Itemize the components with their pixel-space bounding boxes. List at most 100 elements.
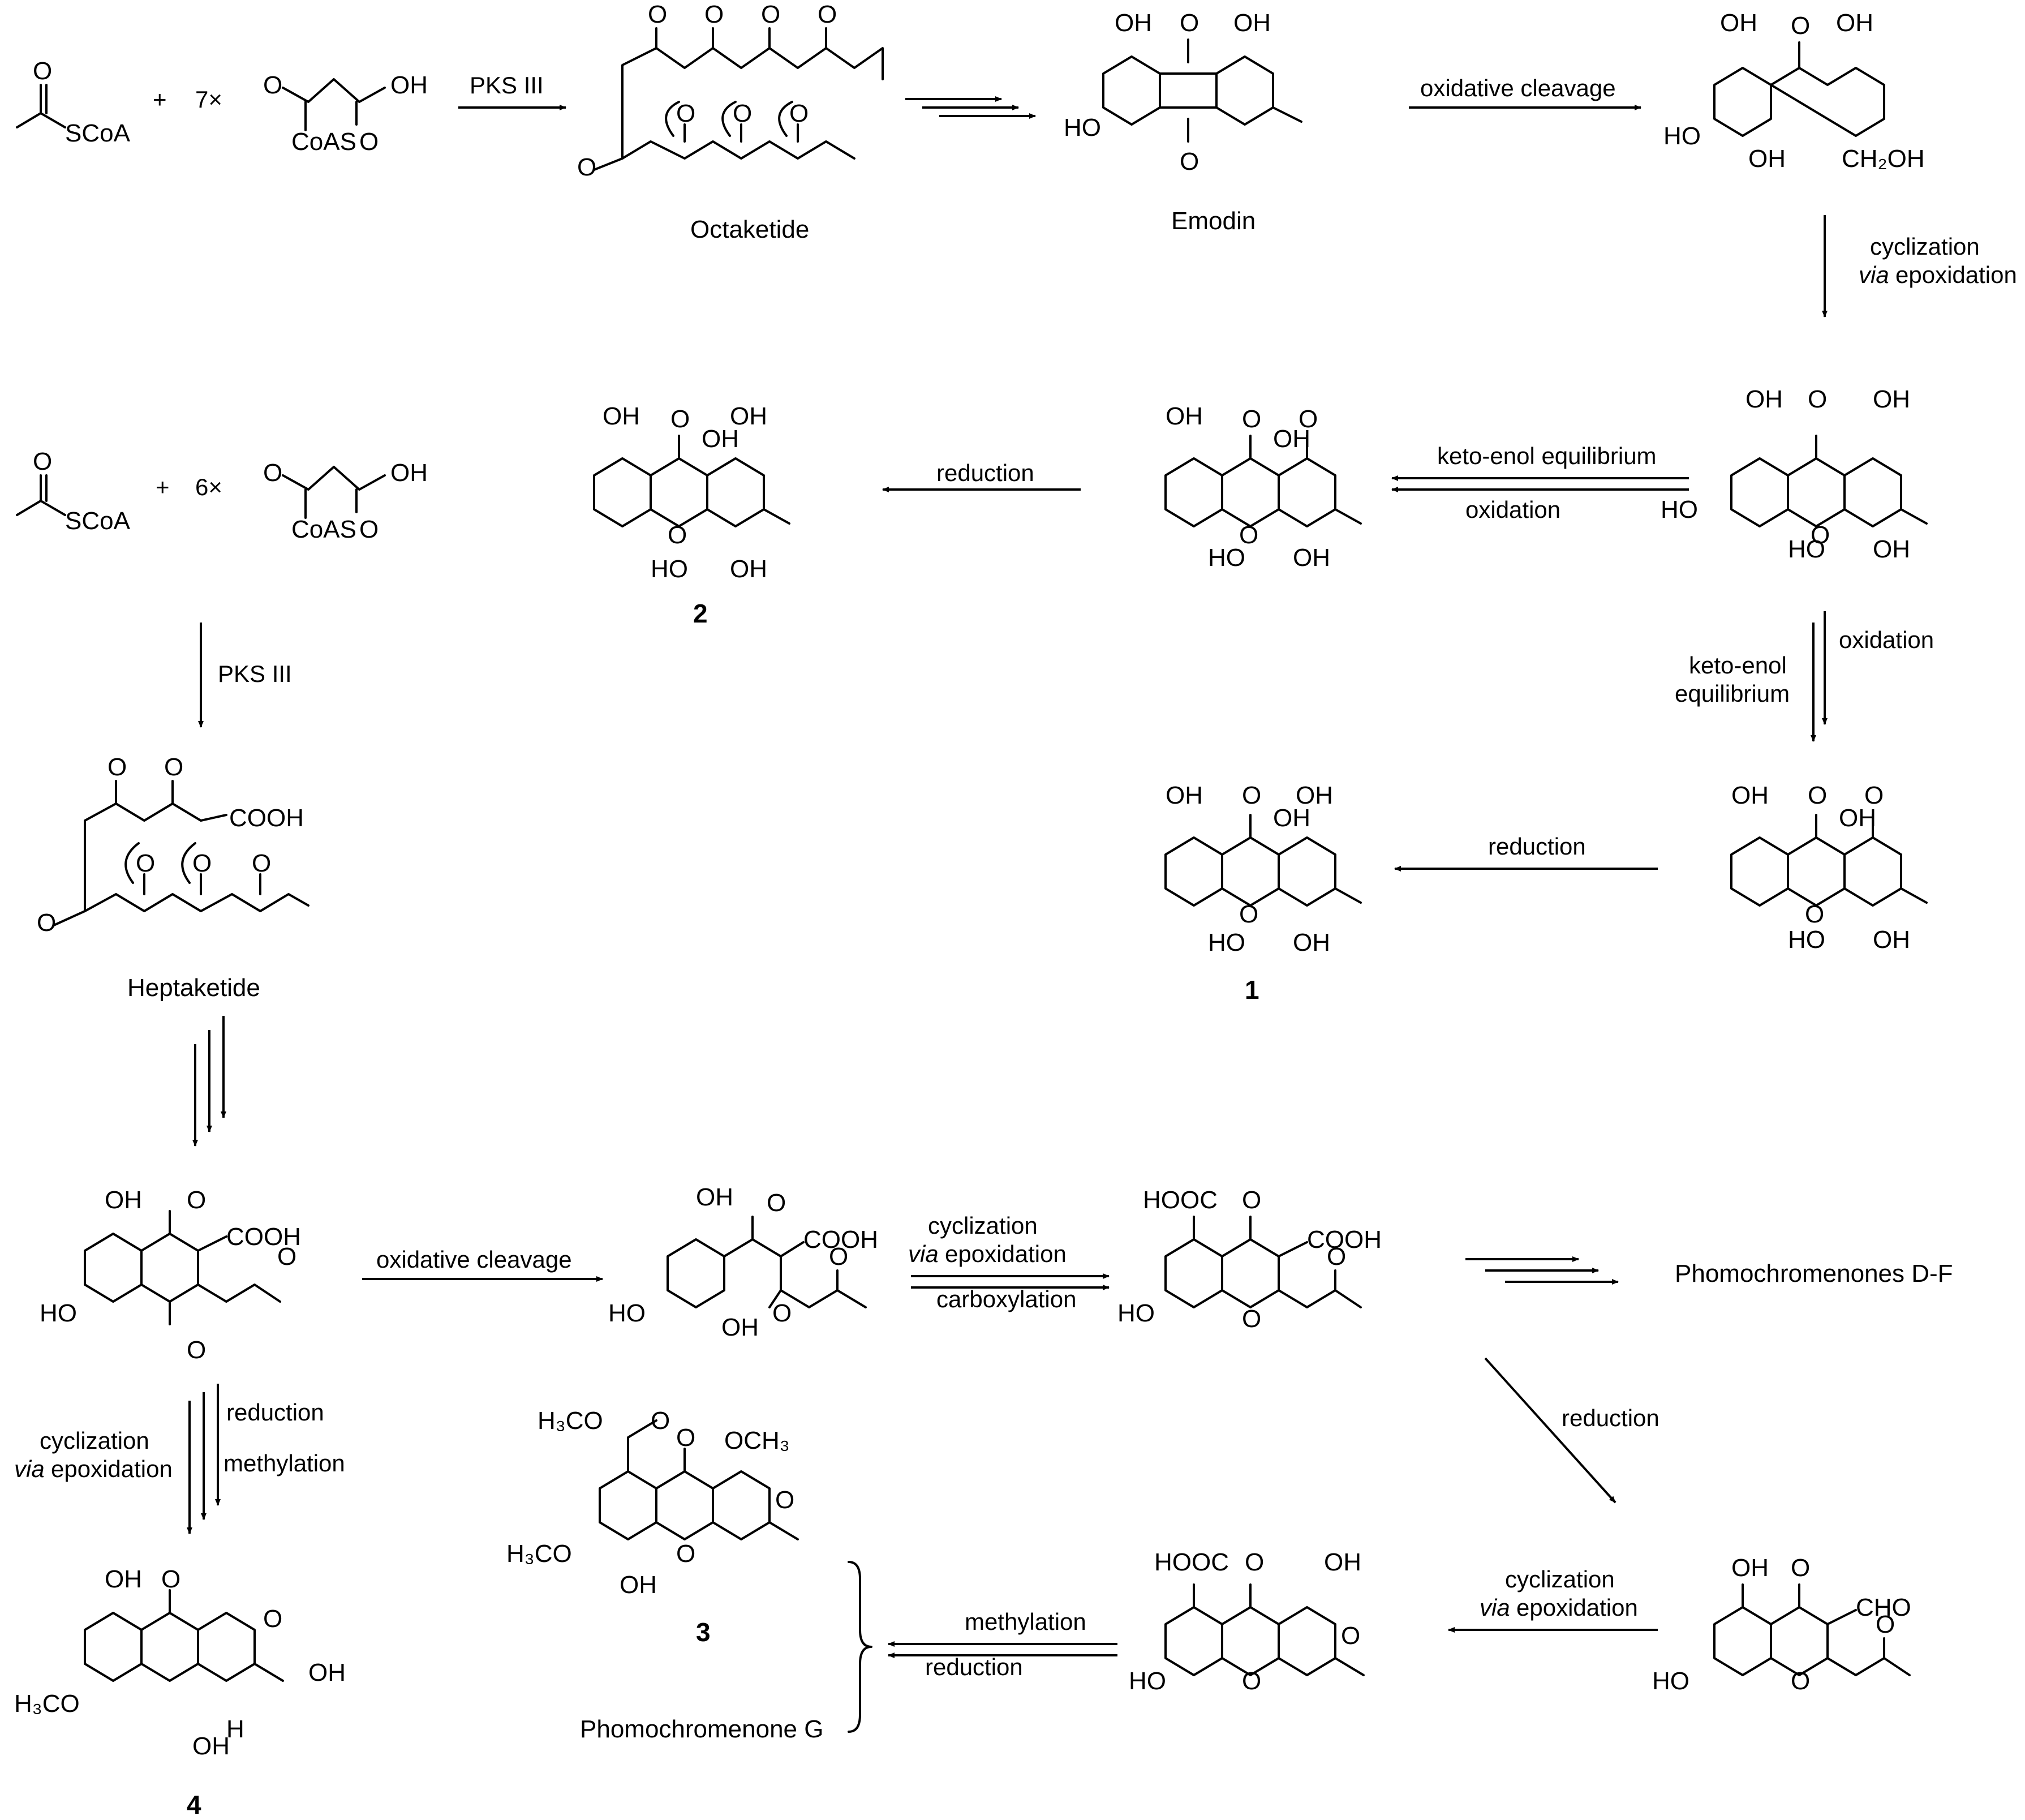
plus-hepta: + — [156, 474, 170, 500]
arrow-reduction-diag — [1484, 1357, 1616, 1504]
svg-text:O: O — [767, 1189, 786, 1217]
svg-text:OH: OH — [308, 1659, 346, 1686]
svg-text:O: O — [1341, 1622, 1360, 1650]
compound-2-structure: OH O OH OH O HO OH — [593, 402, 790, 583]
svg-text:HO: HO — [1208, 544, 1245, 572]
label-via-4: via — [14, 1456, 45, 1482]
svg-text:SCoA: SCoA — [65, 119, 131, 147]
multistep-arrows-emodin — [905, 96, 1036, 119]
svg-text:O: O — [359, 128, 379, 156]
label-epox-4: epoxidation — [51, 1456, 173, 1482]
label-via-low: via — [1480, 1594, 1510, 1621]
svg-text:OH: OH — [620, 1571, 657, 1599]
svg-text:O: O — [161, 1565, 180, 1593]
svg-text:HO: HO — [1129, 1667, 1166, 1695]
svg-text:CH₂OH: CH₂OH — [1842, 145, 1925, 173]
svg-text:O: O — [1299, 405, 1318, 433]
svg-text:OH: OH — [1748, 145, 1786, 173]
name-octaketide: Octaketide — [690, 216, 809, 243]
svg-text:CoAS: CoAS — [291, 128, 356, 156]
svg-text:COOH: COOH — [229, 804, 304, 832]
number-compound-1: 1 — [1245, 975, 1259, 1005]
acetyl-coa-hepta: O SCoA — [16, 448, 131, 535]
svg-text:OH: OH — [1836, 9, 1873, 37]
svg-text:COOH: COOH — [803, 1226, 878, 1254]
label-pks-hepta: PKS III — [218, 660, 292, 687]
label-reduction-3: reduction — [925, 1654, 1023, 1680]
svg-text:OH: OH — [105, 1186, 142, 1214]
label-keto-enol-right-2: equilibrium — [1675, 680, 1790, 707]
name-heptaketide: Heptaketide — [127, 974, 260, 1002]
svg-text:O: O — [164, 753, 183, 781]
formylchromone-structure: OH O CHO O HO O — [1652, 1554, 1911, 1695]
svg-text:OH: OH — [1720, 9, 1757, 37]
svg-text:O: O — [1805, 900, 1824, 928]
svg-text:O: O — [1327, 1243, 1346, 1270]
svg-text:H₃CO: H₃CO — [14, 1690, 80, 1718]
svg-text:OH: OH — [1731, 782, 1769, 809]
svg-text:OH: OH — [390, 71, 428, 99]
label-methylation-3: methylation — [965, 1608, 1086, 1635]
name-emodin: Emodin — [1171, 207, 1256, 235]
label-cyclization-4: cyclization — [40, 1427, 149, 1454]
svg-text:OH: OH — [1873, 535, 1910, 563]
compound-3-structure: H₃CO O O OCH₃ O H₃CO O OH — [506, 1407, 799, 1599]
label-epox-low: epoxidation — [1516, 1594, 1638, 1621]
svg-text:O: O — [252, 849, 271, 877]
svg-text:O: O — [651, 1407, 670, 1435]
svg-text:O: O — [1242, 1186, 1261, 1214]
svg-text:O: O — [192, 849, 212, 877]
brace-compound-3-g — [848, 1561, 872, 1733]
svg-text:SCoA: SCoA — [65, 507, 131, 535]
svg-text:OH: OH — [1233, 9, 1271, 37]
svg-text:COOH: COOH — [226, 1223, 301, 1251]
svg-text:CHO: CHO — [1856, 1594, 1911, 1621]
svg-text:O: O — [1808, 385, 1827, 413]
svg-text:OCH₃: OCH₃ — [724, 1427, 790, 1454]
count-octa: 7× — [195, 86, 222, 113]
svg-text:O: O — [263, 71, 282, 99]
svg-text:OH: OH — [390, 459, 428, 487]
svg-text:O: O — [1808, 782, 1827, 809]
svg-text:HO: HO — [40, 1299, 77, 1327]
label-carboxylation: carboxylation — [936, 1286, 1076, 1312]
svg-text:O: O — [263, 459, 282, 487]
svg-text:O: O — [1876, 1611, 1895, 1638]
svg-text:O: O — [668, 521, 687, 549]
label-epox-1: epoxidation — [1895, 261, 2017, 288]
svg-text:O: O — [1242, 1667, 1261, 1695]
malonyl-coa-octa: O OH CoAS O — [263, 71, 428, 156]
svg-text:OH: OH — [1115, 9, 1152, 37]
heptaketide-structure: O O COOH O O O O — [37, 753, 309, 937]
svg-text:OH: OH — [702, 425, 739, 453]
svg-text:O: O — [761, 1, 780, 28]
svg-text:O: O — [359, 516, 379, 543]
svg-text:OH: OH — [1293, 929, 1330, 956]
label-via-1: via — [1859, 261, 1889, 288]
label-cyclization-low: cyclization — [1505, 1566, 1615, 1592]
svg-text:O: O — [187, 1186, 206, 1214]
number-compound-4: 4 — [187, 1790, 201, 1819]
svg-text:O: O — [577, 153, 596, 181]
label-oxidation-top: oxidation — [1465, 496, 1560, 523]
svg-text:OH: OH — [721, 1314, 759, 1341]
label-keto-enol-right-1: keto-enol — [1689, 652, 1787, 679]
label-ox-cleave-top: oxidative cleavage — [1420, 75, 1616, 101]
svg-text:O: O — [1791, 1667, 1810, 1695]
svg-text:OH: OH — [1293, 544, 1330, 572]
svg-text:OH: OH — [603, 402, 640, 430]
naphthoquinone-structure: OH O COOH O HO O — [40, 1186, 301, 1364]
acetyl-coa-octa: O SCoA — [16, 57, 131, 147]
plus-octa: + — [153, 86, 167, 113]
compound-1-structure: OH O OH OH O HO OH — [1164, 782, 1362, 956]
svg-text:O: O — [829, 1243, 848, 1270]
svg-text:O: O — [818, 1, 837, 28]
label-keto-enol-top: keto-enol equilibrium — [1437, 443, 1657, 469]
svg-text:COOH: COOH — [1307, 1226, 1382, 1254]
svg-text:O: O — [1239, 521, 1258, 549]
svg-text:O: O — [676, 1424, 695, 1452]
svg-text:OH: OH — [1873, 385, 1910, 413]
svg-text:HO: HO — [1117, 1299, 1155, 1327]
multistep-arrows-heptaketide — [192, 1016, 226, 1147]
